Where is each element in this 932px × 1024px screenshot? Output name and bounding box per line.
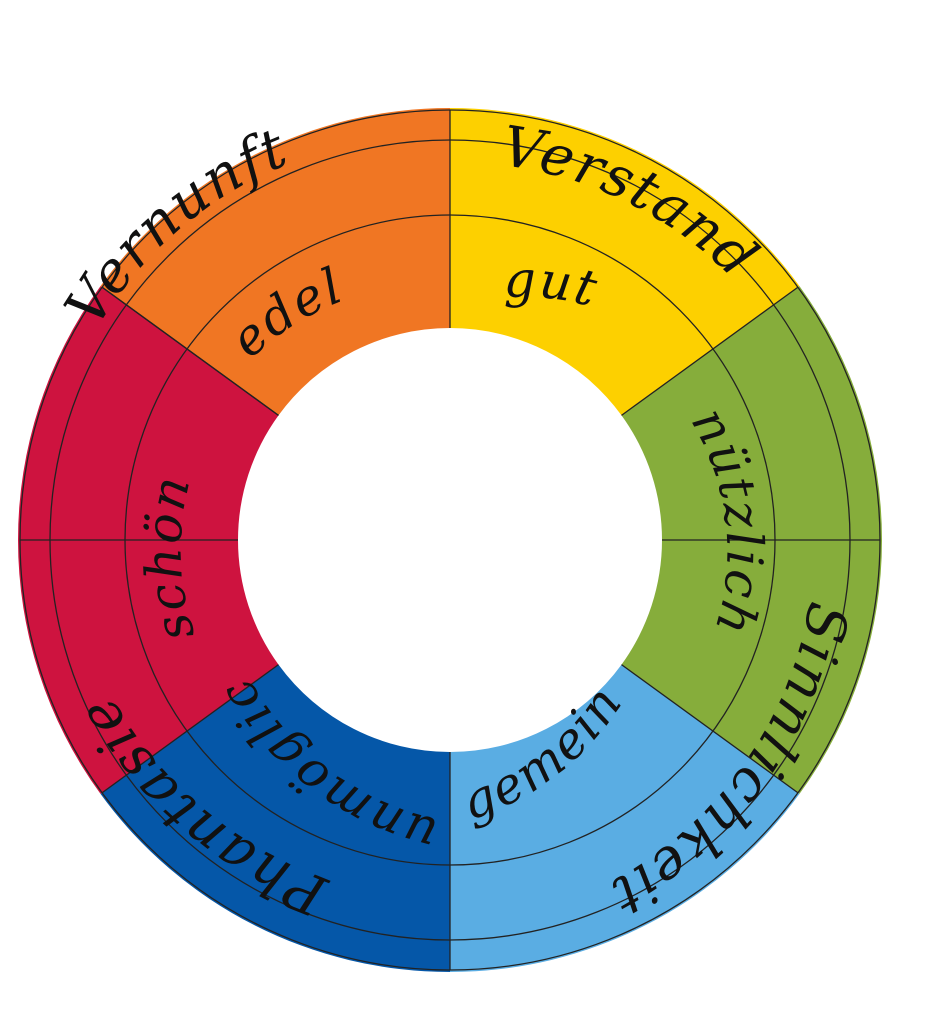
segment-blue	[100, 664, 450, 972]
radial-line-2	[621, 286, 799, 416]
radial-line-4	[621, 664, 799, 794]
segment-yellow	[450, 108, 800, 416]
radial-line-8	[101, 286, 279, 416]
wheel-divider-lines	[19, 109, 881, 971]
radial-line-6	[101, 664, 279, 794]
segment-orange	[100, 108, 450, 416]
segment-lightblue	[450, 664, 800, 972]
label-gut: gut	[504, 251, 605, 319]
wheel-segments	[17, 108, 883, 972]
